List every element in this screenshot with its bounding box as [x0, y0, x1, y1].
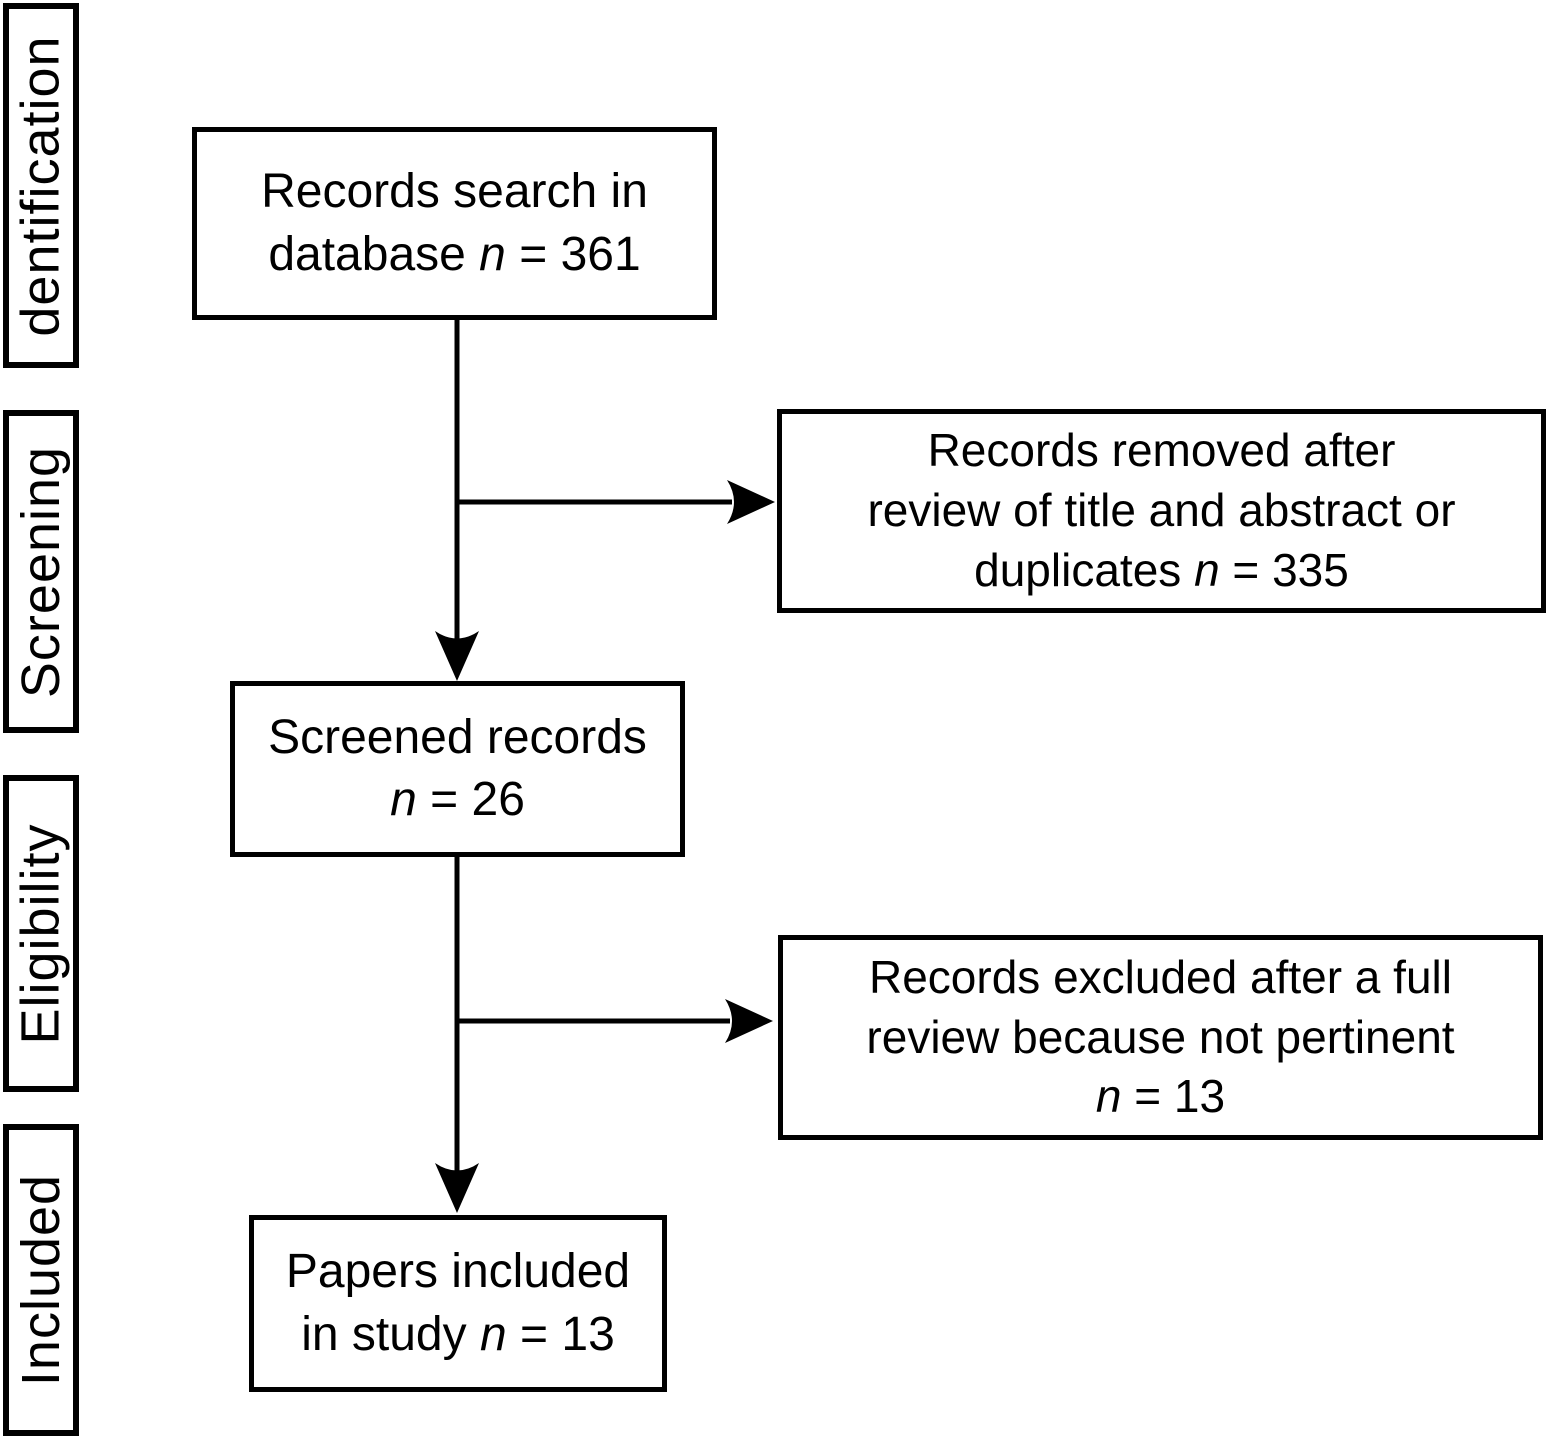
- records-search-text: Records search in database: [261, 165, 648, 281]
- box-records-removed-text: Records removed after review of title an…: [867, 421, 1455, 600]
- screened-records-n: n: [390, 773, 417, 826]
- papers-included-text: Papers included in study: [285, 1245, 631, 1361]
- records-search-n: n: [479, 227, 506, 281]
- box-records-removed: Records removed after review of title an…: [777, 409, 1546, 613]
- box-records-search: Records search in database n = 361: [192, 127, 717, 320]
- stage-box-screening: Screening: [3, 410, 79, 733]
- box-screened-records: Screened records n = 26: [230, 681, 685, 857]
- records-removed-value: = 335: [1219, 543, 1349, 596]
- arrowhead-down-2-icon: [435, 1163, 479, 1213]
- records-excluded-value: = 13: [1121, 1070, 1226, 1123]
- arrowhead-right-2-icon: [725, 999, 773, 1043]
- box-records-search-text: Records search in database n = 361: [261, 161, 648, 286]
- box-screened-records-text: Screened records n = 26: [268, 707, 647, 832]
- box-papers-included: Papers included in study n = 13: [249, 1215, 667, 1392]
- arrowhead-down-1-icon: [435, 631, 479, 681]
- records-excluded-text: Records excluded after a full review bec…: [866, 950, 1455, 1063]
- box-records-excluded: Records excluded after a full review bec…: [778, 935, 1543, 1140]
- arrowhead-right-1-icon: [727, 480, 775, 524]
- box-papers-included-text: Papers included in study n = 13: [286, 1241, 630, 1366]
- papers-included-n: n: [479, 1307, 507, 1361]
- screened-records-text: Screened records: [268, 710, 647, 764]
- records-removed-n: n: [1194, 543, 1220, 596]
- stage-box-eligibility: Eligibility: [3, 775, 79, 1092]
- screened-records-value: = 26: [416, 773, 525, 826]
- records-excluded-n: n: [1095, 1070, 1122, 1123]
- stage-box-identification: dentification: [3, 3, 79, 368]
- records-removed-text: Records removed after review of title an…: [867, 424, 1456, 596]
- records-search-value: = 361: [505, 227, 641, 281]
- papers-included-value: = 13: [506, 1307, 615, 1361]
- box-records-excluded-text: Records excluded after a full review bec…: [866, 948, 1454, 1127]
- stage-box-included: Included: [3, 1124, 79, 1436]
